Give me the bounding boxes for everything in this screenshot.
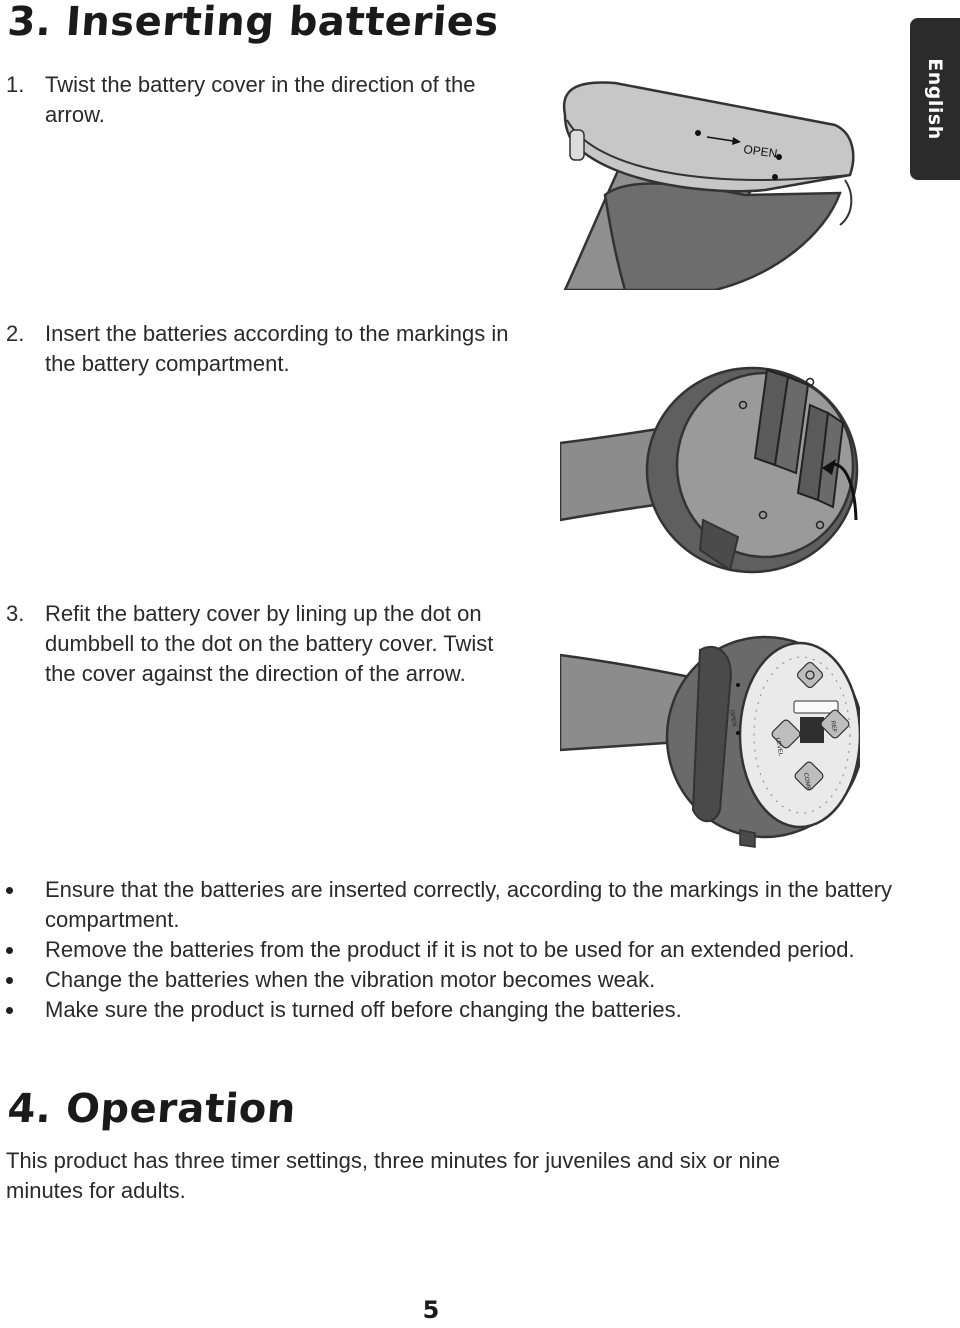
step-number: 3. [6,601,25,626]
step-2: 2. Insert the batteries according to the… [6,319,526,379]
cover-open-label: OPEN [743,142,779,161]
battery-notes-list: Ensure that the batteries are inserted c… [6,875,906,1025]
language-tab: English [910,18,960,180]
bullet-icon [6,887,13,894]
list-item: Remove the batteries from the product if… [6,935,906,965]
step-number: 1. [6,72,25,97]
side-open-label: OPEN [728,709,737,727]
operation-text: This product has three timer settings, t… [6,1148,781,1203]
battery-compartment-illustration [560,366,859,574]
dumbbell-control-panel-illustration: LEVEL REF COMP OPEN [560,635,860,848]
step-1: 1. Twist the battery cover in the direct… [6,70,526,130]
bullet-icon [6,1007,13,1014]
step-text: Refit the battery cover by lining up the… [45,601,494,686]
step-text: Twist the battery cover in the direction… [45,72,476,127]
battery-cover-illustration: OPEN [562,81,855,290]
step-number: 2. [6,321,25,346]
list-item: Make sure the product is turned off befo… [6,995,906,1025]
section-heading-operation: 4. Operation [6,1086,298,1132]
section-heading-inserting-batteries: 3. Inserting batteries [6,0,501,45]
list-item-text: Change the batteries when the vibration … [45,967,656,992]
step-3: 3. Refit the battery cover by lining up … [6,599,526,689]
page-number: 5 [422,1296,440,1324]
bullet-icon [6,977,13,984]
list-item: Ensure that the batteries are inserted c… [6,875,906,935]
bullet-icon [6,947,13,954]
list-item: Change the batteries when the vibration … [6,965,906,995]
panel-label-ref: REF [829,720,837,733]
panel-label-comp: COMP [802,772,811,791]
list-item-text: Remove the batteries from the product if… [45,937,855,962]
panel-label-level: LEVEL [774,737,783,757]
step-text: Insert the batteries according to the ma… [45,321,509,376]
list-item-text: Ensure that the batteries are inserted c… [45,877,893,932]
list-item-text: Make sure the product is turned off befo… [45,997,682,1022]
language-tab-label: English [924,58,946,140]
